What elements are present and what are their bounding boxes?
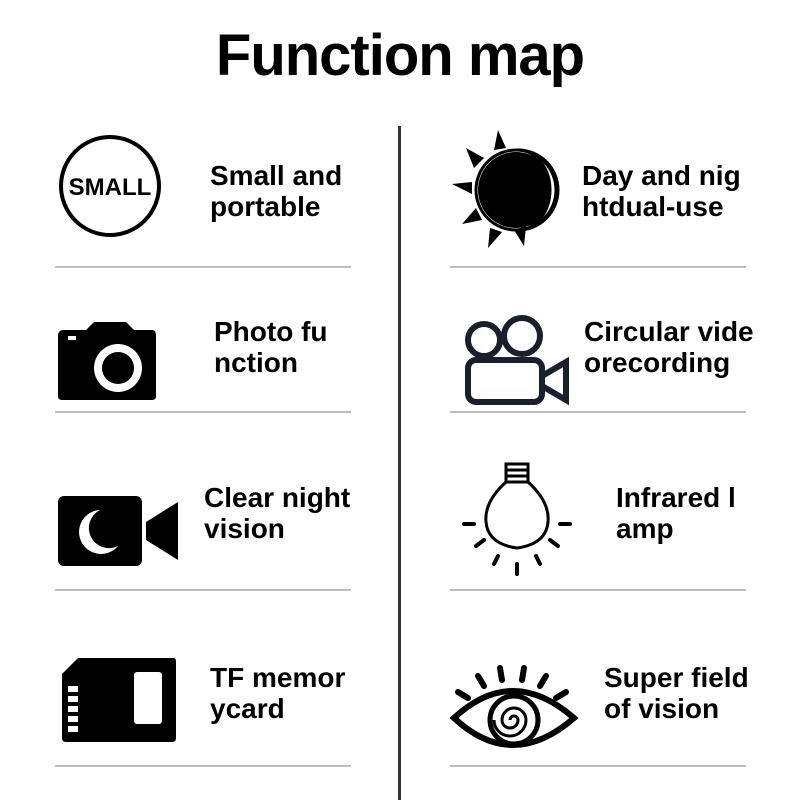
feature-label-line: ycard [210, 693, 285, 724]
row-separator [55, 765, 351, 767]
row-separator [450, 266, 746, 268]
feature-label-line: Infrared l [616, 482, 736, 513]
row-separator [450, 411, 746, 413]
feature-label-line: vision [204, 513, 285, 544]
feature-label-tf-card: TF memor ycard [210, 662, 345, 724]
row-separator [450, 589, 746, 591]
feature-label-line: of vision [604, 693, 720, 724]
camera-icon [56, 320, 158, 402]
feature-label-line: htdual-use [582, 191, 724, 222]
row-separator [450, 765, 746, 767]
row-separator [55, 411, 351, 413]
feature-label-line: Small and [210, 160, 343, 191]
feature-label-line: nction [214, 347, 298, 378]
feature-label-line: Super field [604, 662, 749, 693]
feature-label-line: Clear night [204, 482, 351, 513]
film-camera-icon [462, 314, 574, 408]
feature-label-small-portable: Small and portable [210, 160, 342, 222]
feature-label-line: Day and nig [582, 160, 741, 191]
feature-label-photo: Photo fu nction [214, 316, 328, 378]
feature-label-line: orecording [584, 347, 731, 378]
light-bulb-icon [462, 462, 572, 578]
small-badge-icon: SMALL [58, 134, 162, 238]
night-video-icon [56, 494, 182, 568]
feature-label-field-of-vision: Super field of vision [604, 662, 749, 724]
feature-label-circular-video: Circular vide orecording [584, 316, 754, 378]
page-title: Function map [215, 23, 585, 88]
feature-label-night-vision: Clear night vision [204, 482, 350, 544]
small-badge-text: SMALL [69, 174, 152, 201]
feature-label-line: Circular vide [584, 316, 754, 347]
row-separator [55, 266, 351, 268]
sun-moon-icon [448, 128, 564, 252]
feature-label-line: amp [616, 513, 674, 544]
center-divider [398, 126, 401, 800]
feature-label-day-night: Day and nig htdual-use [582, 160, 741, 222]
feature-label-line: portable [210, 191, 321, 222]
feature-label-infrared: Infrared l amp [616, 482, 736, 544]
row-separator [55, 589, 351, 591]
feature-label-line: TF memor [210, 662, 346, 693]
eye-icon [448, 664, 580, 748]
sd-card-icon [60, 656, 178, 744]
feature-label-line: Photo fu [214, 316, 328, 347]
